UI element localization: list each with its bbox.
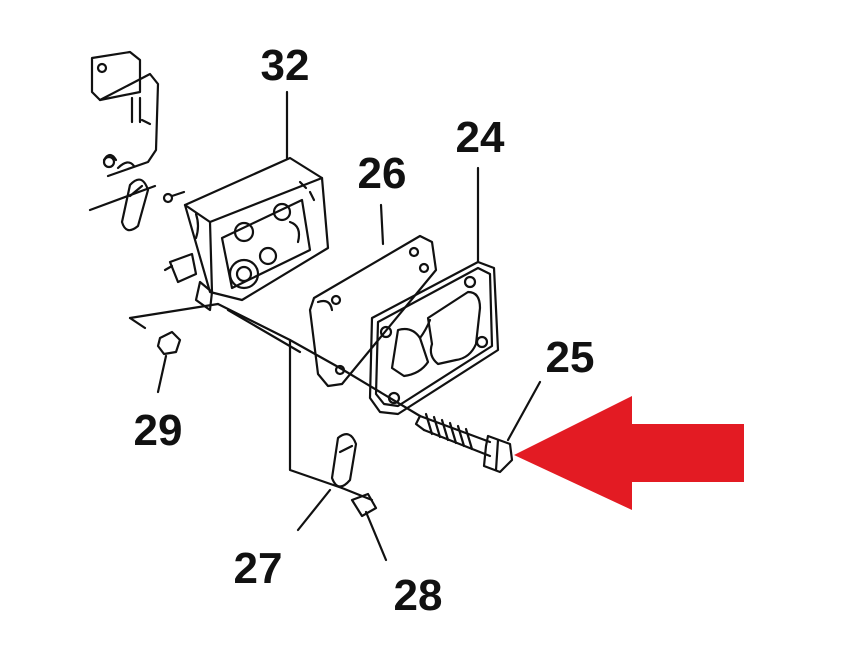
- clip-part-27: [296, 433, 358, 532]
- label-24: 24: [456, 113, 505, 162]
- label-32: 32: [261, 41, 310, 90]
- label-26: 26: [358, 149, 407, 198]
- label-27: 27: [234, 544, 283, 593]
- clip-upper: [120, 178, 150, 232]
- nut-part-29: [156, 330, 182, 394]
- label-25: 25: [546, 333, 595, 382]
- carburetor-body-part-32: [162, 156, 330, 312]
- label-28: 28: [394, 571, 443, 620]
- linkage-lines: [128, 302, 374, 502]
- plate-part-24: [368, 166, 500, 416]
- left-arrow-icon: [514, 396, 744, 510]
- screw-part-28: [350, 492, 388, 562]
- label-29: 29: [134, 406, 183, 455]
- gasket-part-26: [308, 203, 438, 388]
- bracket-fragment: [88, 50, 160, 212]
- screw-part-25: [338, 366, 542, 474]
